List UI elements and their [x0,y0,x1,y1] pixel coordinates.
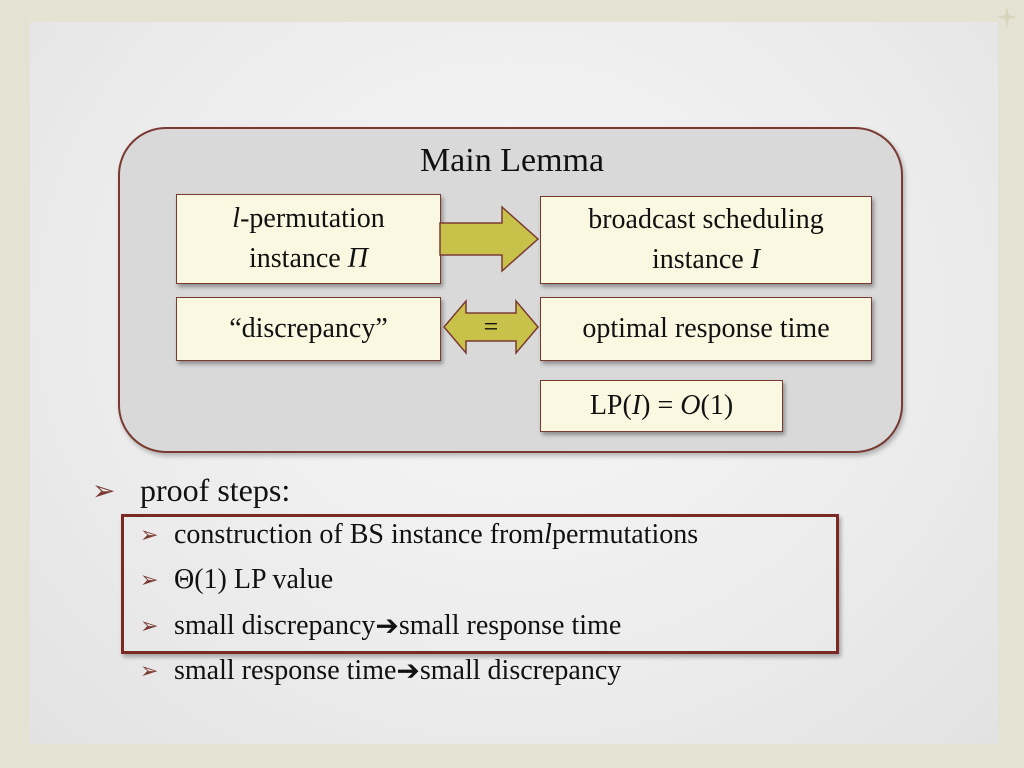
permutation-instance-box: l-permutation instance Π [176,194,441,284]
bullet-arrow-icon: ➢ [140,567,159,592]
right-arrow-icon [439,205,540,273]
bullet-arrow-icon: ➢ [140,522,159,547]
optimal-response-time-box: optimal response time [540,297,872,361]
bullet-arrow-icon: ➢ [140,658,159,683]
implies-arrow-icon: ➔ [396,656,420,687]
bullet-arrow-icon: ➢ [140,613,159,638]
lp-value-box: LP(I) = O(1) [540,380,783,432]
broadcast-scheduling-box: broadcast scheduling instance I [540,196,872,284]
highlight-frame [121,514,839,654]
implies-arrow-icon: ➔ [375,611,399,642]
list-item: ➢ construction of BS instance from l per… [140,519,699,550]
discrepancy-box: “discrepancy” [176,297,441,361]
bs-line-1: broadcast scheduling [588,204,824,235]
permutation-line-2: instance Π [249,243,368,274]
proof-steps-bullet: ➢ proof steps: [92,472,291,508]
equals-label: = [483,312,499,341]
lemma-title: Main Lemma [419,142,605,179]
list-item: ➢ small response time ➔ small discrepanc… [140,655,622,687]
permutation-line-1: l-permutation [232,203,385,234]
list-item: ➢ Θ(1) LP value [140,564,334,595]
double-arrow-icon [443,298,539,356]
corner-decoration-icon [997,7,1017,27]
bullet-arrow-icon: ➢ [92,475,116,507]
list-item: ➢ small discrepancy ➔ small response tim… [140,610,622,642]
bs-line-2: instance I [651,244,761,275]
